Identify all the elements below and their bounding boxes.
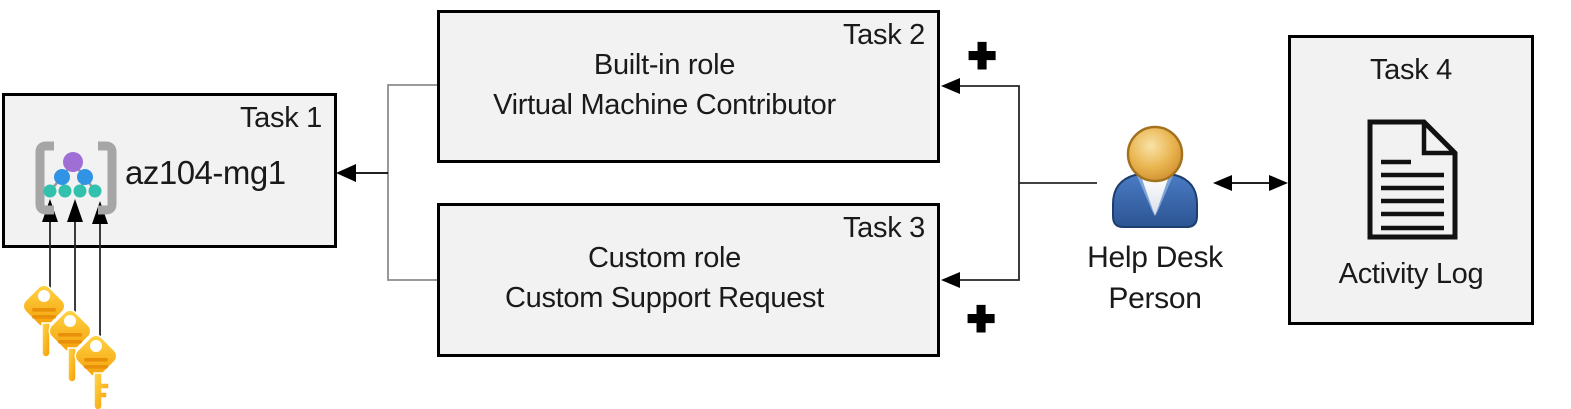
task1-title: Task 1 [239, 102, 322, 134]
task3-text: Custom role Custom Support Request [416, 238, 913, 318]
access-keys-icon [22, 284, 118, 409]
task4-caption: Activity Log [1338, 258, 1484, 290]
task4-box: Task 4 Activity Log [1288, 35, 1534, 325]
help-desk-person-icon [1112, 125, 1198, 228]
task2-text: Built-in role Virtual Machine Contributo… [416, 45, 913, 125]
task2-title: Task 2 [842, 19, 925, 51]
actor-line2: Person [1108, 282, 1202, 315]
key-icon [74, 334, 118, 409]
activity-log-document-icon [1367, 119, 1458, 240]
actor-line1: Help Desk [1087, 241, 1223, 274]
management-group-name: az104-mg1 [125, 154, 286, 191]
plus-icon-bottom: + [966, 292, 997, 344]
key-icon [22, 284, 66, 358]
key-icon [48, 309, 92, 383]
actor-label: Help Desk Person [1063, 237, 1247, 319]
task3-line1: Custom role [587, 242, 742, 274]
task3-line2: Custom Support Request [504, 282, 824, 314]
management-group-icon [35, 141, 117, 215]
task2-line2: Virtual Machine Contributor [493, 89, 836, 121]
task3-box: Task 3 Custom role Custom Support Reques… [437, 203, 940, 357]
task2-line1: Built-in role [593, 49, 736, 81]
task2-box: Task 2 Built-in role Virtual Machine Con… [437, 10, 940, 163]
task3-title: Task 3 [842, 212, 925, 244]
task4-title: Task 4 [1369, 54, 1452, 86]
plus-icon-top: + [967, 29, 998, 81]
